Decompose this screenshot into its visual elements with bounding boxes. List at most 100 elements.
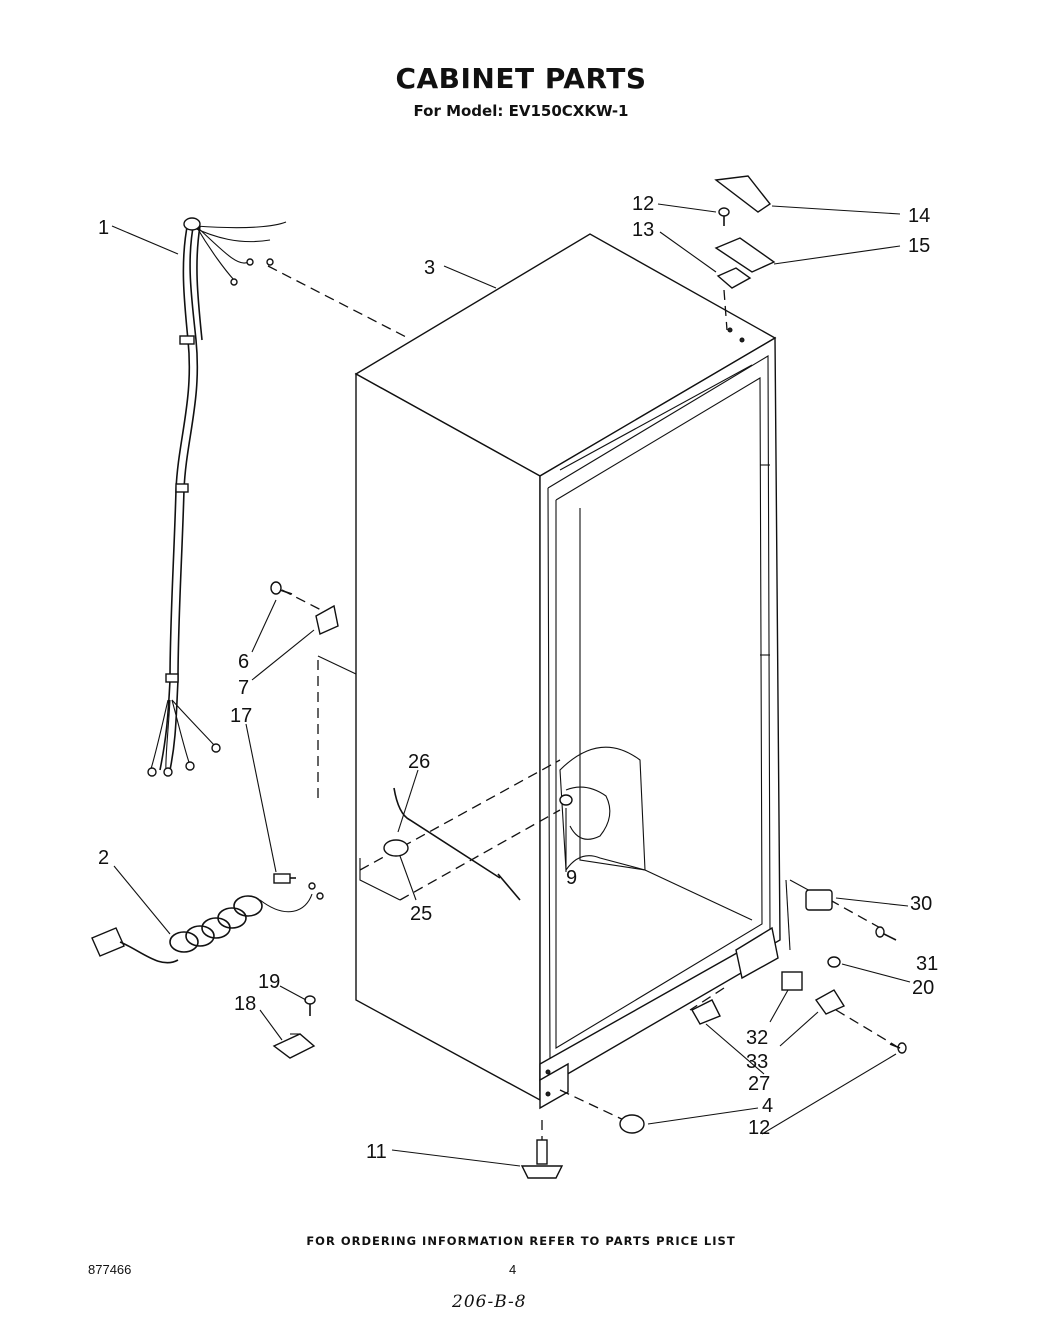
plug-25: [383, 839, 409, 857]
callout-14: 14: [908, 205, 930, 227]
callout-25: 25: [410, 903, 432, 925]
wire-harness: [147, 217, 287, 777]
screw-shank: [279, 589, 293, 595]
callout-15: 15: [908, 235, 930, 257]
bracket-7: [315, 604, 339, 635]
harness-terminal: [246, 258, 254, 266]
ordering-info-note: FOR ORDERING INFORMATION REFER TO PARTS …: [306, 1234, 736, 1248]
side-edge: [785, 879, 791, 951]
callout-19: 19: [258, 971, 280, 993]
page-title: CABINET PARTS: [395, 62, 647, 95]
cap-4: [619, 1114, 645, 1134]
leader: [251, 629, 315, 681]
screw-31: [875, 926, 897, 941]
hole: [739, 337, 745, 343]
bottom-hinge-33: [814, 989, 846, 1015]
harness-clip: [165, 673, 179, 683]
callout-33: 33: [746, 1051, 768, 1073]
guide-line: [723, 289, 728, 331]
callout-labels: 1 2 3 4 6 7 9 11 12 12 13 14 15 17 18 19…: [98, 193, 938, 1163]
leader: [769, 989, 789, 1023]
hole: [545, 1069, 551, 1075]
harness-clip: [175, 483, 189, 493]
leader: [397, 769, 419, 833]
part-32: [781, 971, 803, 991]
top-hinge-15: [714, 237, 776, 273]
callout-3: 3: [424, 257, 435, 279]
model-subtitle: For Model: EV150CXKW-1: [413, 102, 629, 120]
compartment-wiring: [565, 786, 611, 840]
screw-19: [304, 995, 316, 1016]
cord-coil: [169, 931, 199, 953]
liner-back-left: [579, 508, 646, 871]
hole: [545, 1091, 551, 1097]
clip-17: [273, 873, 296, 884]
screw-head: [304, 995, 316, 1005]
base-corner: [539, 1062, 569, 1110]
plug: [91, 927, 125, 957]
harness-lead: [195, 225, 235, 281]
screw-shank: [883, 933, 897, 941]
harness-terminal: [163, 767, 173, 777]
part-9: [559, 794, 573, 806]
callout-11: 11: [366, 1141, 387, 1163]
screw-head: [875, 926, 885, 938]
guide-line: [829, 899, 885, 931]
harness-cable: [159, 221, 191, 771]
bracket-18: [272, 1033, 316, 1059]
guide-line: [267, 265, 409, 339]
harness-lead: [189, 225, 271, 243]
harness-lead: [171, 699, 216, 747]
guide-line: [835, 1009, 897, 1047]
callout-12-top: 12: [632, 193, 654, 215]
screw-12-top: [718, 207, 730, 226]
leader: [659, 231, 717, 273]
leader: [841, 963, 911, 983]
washer-20: [827, 956, 841, 968]
harness-terminal: [211, 743, 221, 753]
shim-13: [716, 267, 752, 289]
part-30: [805, 889, 833, 911]
leader: [399, 855, 417, 901]
liner-edge: [555, 377, 763, 1049]
leader: [761, 1053, 897, 1135]
clip-body: [273, 873, 291, 884]
harness-terminal: [266, 258, 274, 266]
callout-26: 26: [408, 751, 430, 773]
leader: [111, 225, 179, 255]
callout-20: 20: [912, 977, 934, 999]
leader: [113, 865, 171, 935]
hole: [727, 327, 733, 333]
harness-cable: [196, 225, 203, 341]
screw-6: [270, 581, 293, 595]
screw-12-bottom: [889, 1042, 907, 1054]
harness-lead: [195, 225, 249, 264]
guide-line: [559, 1089, 629, 1123]
leader-lines: [111, 203, 911, 1167]
harness-lead: [195, 221, 287, 229]
bottom-hinge-bracket: [735, 926, 779, 980]
leader: [279, 985, 307, 1001]
guide-line: [359, 858, 401, 901]
leader: [245, 723, 277, 873]
document-number: 877466: [88, 1262, 132, 1277]
callout-31: 31: [916, 953, 938, 975]
hinge-cover-14: [714, 175, 772, 213]
leader: [773, 245, 901, 265]
callout-32: 32: [746, 1027, 768, 1049]
guide-line: [317, 655, 357, 675]
part-27: [691, 999, 721, 1025]
cabinet-body: [354, 233, 791, 1110]
screw-shank: [889, 1043, 901, 1049]
screw-head: [270, 581, 282, 595]
callout-13: 13: [632, 219, 654, 241]
leader: [705, 1023, 765, 1075]
callout-27: 27: [748, 1073, 770, 1095]
leader: [251, 599, 277, 653]
power-cord: [91, 882, 324, 964]
leader: [835, 897, 909, 907]
harness-grommet: [183, 217, 201, 231]
machine-compartment: [559, 746, 646, 872]
cord-coil: [233, 895, 263, 917]
